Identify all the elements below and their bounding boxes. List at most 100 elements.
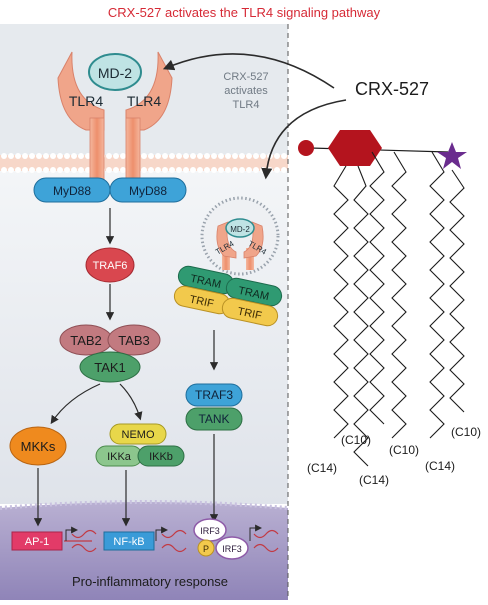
lipid-head [78, 167, 84, 173]
lipid-head [113, 167, 119, 173]
irf3-top-label: IRF3 [200, 526, 220, 536]
nfkb-tf: NF-kB [103, 526, 187, 553]
ap1-tf: AP-1 [11, 526, 97, 553]
lipid-head [36, 167, 42, 173]
phosphate-node [197, 539, 215, 557]
lipid-head [190, 167, 196, 173]
traf3-node [185, 383, 243, 407]
endo-md2 [225, 218, 255, 238]
acyl-chain-5 [429, 151, 445, 439]
nfkb-tss-arrow [155, 526, 169, 541]
lipid-head [50, 153, 56, 159]
star-head [437, 142, 467, 169]
lipid-head [253, 167, 259, 173]
nfkb-node [103, 531, 155, 551]
lipid-head [50, 167, 56, 173]
lipid-head [225, 153, 231, 159]
lipid-head [267, 167, 273, 173]
lipid-head [113, 153, 119, 159]
lipid-head [15, 153, 21, 159]
endo-tlr4-left-stem [222, 248, 230, 270]
lipid-head [155, 153, 161, 159]
lipid-head [169, 153, 175, 159]
lipid-head [281, 153, 287, 159]
nemo-label: NEMO [122, 429, 155, 441]
ikkb-node [137, 445, 185, 467]
irf3-dna-helix [253, 529, 279, 553]
irf3-bottom-label: IRF3 [222, 544, 242, 554]
lipid-head [15, 167, 21, 173]
lipid-head [246, 153, 252, 159]
lipid-head [169, 167, 175, 173]
lipid-head [64, 153, 70, 159]
nemo-node [109, 423, 167, 445]
endo-md2-label: MD-2 [230, 225, 250, 234]
lipid-head [211, 153, 217, 159]
lipid-head [176, 167, 182, 173]
irf3-tf: IRF3 P IRF3 [193, 518, 279, 560]
ap1-dna-helix [71, 529, 97, 553]
acyl-chain-3 [369, 151, 385, 425]
chain-label-c14-1: (C14) [307, 461, 337, 475]
lipid-head [274, 167, 280, 173]
acyl-chain-6 [449, 169, 465, 413]
lipid-head [71, 167, 77, 173]
membrane-tlr4-complex: MD-2 TLR4 TLR4 MyD88 MyD88 [33, 51, 187, 203]
crx527-structure [298, 130, 467, 467]
activates-note-line2: activates [224, 85, 268, 97]
tab3-label: TAB3 [118, 333, 150, 348]
chain-label-c14-2: (C14) [359, 473, 389, 487]
lipid-head [211, 167, 217, 173]
tram-trif-complex: TRAM TRAM TRIF TRIF [173, 265, 283, 327]
lipid-head [120, 153, 126, 159]
endo-tlr4-right [243, 221, 264, 259]
ap1-node [11, 531, 63, 551]
tlr4-right-label: TLR4 [127, 93, 161, 109]
acyl-chain-2 [353, 165, 369, 467]
arrow-tak1-mkks [50, 383, 101, 425]
lipid-head [232, 167, 238, 173]
chain-label-c10-1: (C10) [341, 433, 371, 447]
lipid-head [8, 167, 14, 173]
lipid-head [29, 167, 35, 173]
ikkb-label: IKKb [149, 451, 173, 463]
lipid-head [1, 167, 7, 173]
mkks-label: MKKs [21, 439, 56, 454]
lipid-head [148, 153, 154, 159]
lipid-head [155, 167, 161, 173]
lipid-head [141, 167, 147, 173]
lipid-head [106, 153, 112, 159]
lipid-head [197, 153, 203, 159]
lipid-head [183, 153, 189, 159]
irf3-bottom-node [215, 536, 249, 560]
lipid-head [85, 167, 91, 173]
lipid-head [64, 167, 70, 173]
lipid-head [43, 153, 49, 159]
response-label: Pro-inflammatory response [72, 574, 228, 589]
lipid-head [106, 167, 112, 173]
tak1-node [79, 351, 141, 383]
trif-right-label: TRIF [236, 306, 263, 323]
ap1-tss-arrow [65, 526, 79, 541]
lipid-head [120, 167, 126, 173]
nfkb-label: NF-kB [113, 536, 144, 548]
lipid-head [239, 167, 245, 173]
extracellular-space [0, 24, 288, 164]
figure-title: CRX-527 activates the TLR4 signaling pat… [108, 5, 381, 20]
lipid-head [1, 153, 7, 159]
red-circle-head [298, 140, 314, 156]
lipid-head [274, 153, 280, 159]
lipid-head [281, 167, 287, 173]
traf6-label: TRAF6 [93, 260, 128, 272]
tank-node [185, 407, 243, 431]
lipid-head [148, 167, 154, 173]
lipid-head [78, 153, 84, 159]
lipid-head [141, 153, 147, 159]
lipid-head [225, 167, 231, 173]
lipid-head [232, 153, 238, 159]
lipid-head [246, 167, 252, 173]
traf6-node [85, 247, 135, 283]
lipid-head [29, 153, 35, 159]
lipid-head [57, 167, 63, 173]
